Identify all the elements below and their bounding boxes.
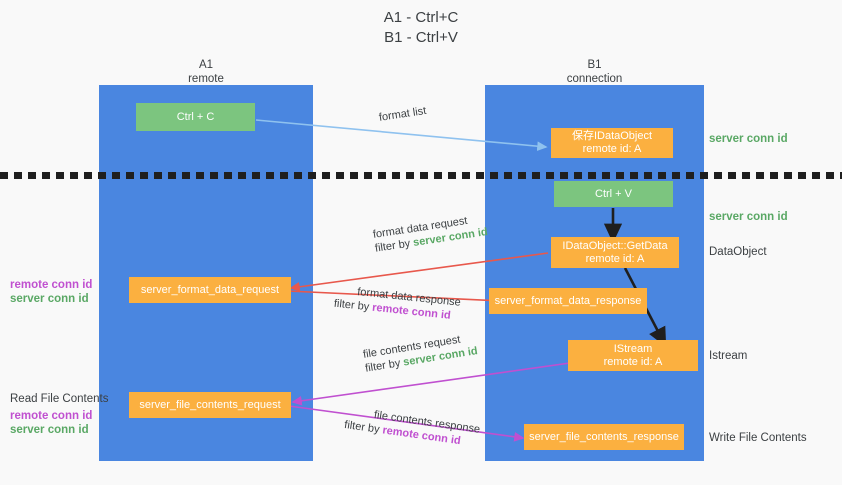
right-label-write-file-contents: Write File Contents (709, 432, 807, 444)
node-server-file-contents-request[interactable]: server_file_contents_request (129, 392, 291, 418)
node-save-idataobject-label: 保存IDataObject (571, 130, 653, 142)
left-label-format-conn-ids: remote conn id server conn id (10, 278, 92, 306)
node-server-file-contents-response[interactable]: server_file_contents_response (524, 424, 684, 450)
left-label-file-remote-conn-id: remote conn id (10, 410, 93, 422)
left-label-format-remote-conn-id: remote conn id (10, 279, 93, 291)
title-line-1: A1 - Ctrl+C (383, 9, 459, 26)
left-label-format-server-conn-id: server conn id (10, 293, 89, 305)
node-save-idataobject[interactable]: 保存IDataObject remote id: A (551, 128, 673, 158)
page-title: A1 - Ctrl+C B1 - Ctrl+V (0, 8, 842, 48)
left-label-read-file-contents: Read File Contents (10, 393, 109, 405)
node-server-format-data-request[interactable]: server_format_data_request (129, 277, 291, 303)
node-server-format-data-response-label: server_format_data_response (494, 294, 642, 307)
right-label-server-conn-id-top: server conn id (709, 133, 788, 145)
node-istream[interactable]: IStream remote id: A (568, 340, 698, 371)
arrow-format-list (255, 119, 548, 151)
right-label-server-conn-id-mid: server conn id (709, 211, 788, 223)
node-server-format-data-response[interactable]: server_format_data_response (489, 288, 647, 314)
lane-b1-subtitle: connection (566, 73, 623, 85)
title-line-2: B1 - Ctrl+V (384, 29, 458, 46)
lane-header-b1: B1 connection (485, 58, 704, 86)
node-ctrl-c[interactable]: Ctrl + C (136, 103, 255, 131)
node-server-format-data-request-label: server_format_data_request (140, 283, 280, 296)
node-istream-sub: remote id: A (603, 355, 663, 368)
right-label-dataobject: DataObject (709, 246, 767, 258)
node-ctrl-v[interactable]: Ctrl + V (554, 181, 673, 207)
node-server-file-contents-request-label: server_file_contents_request (139, 398, 281, 411)
node-idataobject-getdata[interactable]: IDataObject::GetData remote id: A (551, 237, 679, 268)
node-save-idataobject-sub: remote id: A (582, 143, 642, 155)
right-label-istream: Istream (709, 350, 748, 362)
filter-prefix: filter by (333, 297, 373, 314)
lane-a1-name: A1 (198, 59, 214, 71)
phase-divider (0, 172, 842, 179)
lane-a1-subtitle: remote (188, 73, 224, 85)
node-istream-label: IStream (613, 342, 653, 355)
left-label-file-server-conn-id: server conn id (10, 424, 89, 436)
node-server-file-contents-response-label: server_file_contents_response (529, 430, 679, 443)
lane-b1-name: B1 (587, 59, 602, 71)
arrow-format-data-request (289, 252, 549, 292)
arrow-file-contents-response (288, 405, 525, 442)
node-ctrl-c-label: Ctrl + C (176, 110, 215, 123)
node-idataobject-getdata-label: IDataObject::GetData (562, 239, 668, 252)
node-ctrl-v-label: Ctrl + V (595, 187, 632, 200)
lane-header-a1: A1 remote (99, 58, 313, 86)
left-label-read-file-contents-group: Read File Contents remote conn id server… (10, 392, 108, 437)
node-idataobject-getdata-sub: remote id: A (585, 252, 645, 265)
